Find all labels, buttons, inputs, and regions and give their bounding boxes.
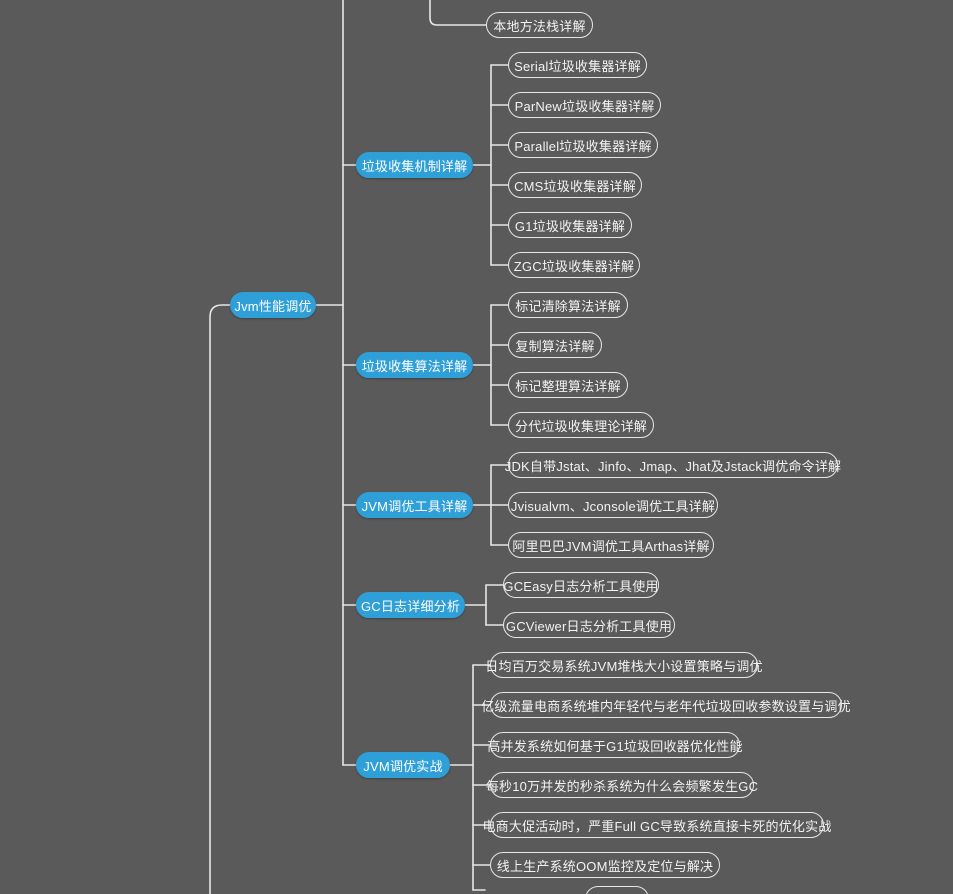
leaf-node-4-2-node-高并发系统如何基于G1垃圾回收器优化性能[interactable]: 高并发系统如何基于G1垃圾回收器优化性能 [487, 732, 742, 758]
leaf-node-2-1-node-Jvisualvm-Jconsole调优工具详解[interactable]: Jvisualvm、Jconsole调优工具详解 [508, 492, 718, 518]
branch-node-4-node-JVM调优实战[interactable]: JVM调优实战 [356, 752, 450, 778]
leaf-node-0-1-node-ParNew垃圾收集器详解[interactable]: ParNew垃圾收集器详解 [508, 92, 661, 118]
branch-node-2-node-JVM调优工具详解[interactable]: JVM调优工具详解 [356, 492, 473, 518]
leaf-node-0-2-node-Parallel垃圾收集器详解[interactable]: Parallel垃圾收集器详解 [508, 132, 658, 158]
leaf-node-0-5-node-ZGC垃圾收集器详解[interactable]: ZGC垃圾收集器详解 [508, 252, 640, 278]
leaf-node-1-2-node-标记整理算法详解[interactable]: 标记整理算法详解 [508, 372, 628, 398]
edge-root-left-trunk [209, 304, 231, 894]
leaf-node-0-0-node-Serial垃圾收集器详解[interactable]: Serial垃圾收集器详解 [508, 52, 647, 78]
clipped-node-bottom[interactable] [585, 886, 649, 894]
leaf-node-3-1-node-GCViewer日志分析工具使用[interactable]: GCViewer日志分析工具使用 [503, 612, 675, 638]
edge-orphan-leaf [429, 0, 487, 26]
leaf-node-1-1-node-复制算法详解[interactable]: 复制算法详解 [508, 332, 602, 358]
branch-node-1-node-垃圾收集算法详解[interactable]: 垃圾收集算法详解 [356, 352, 473, 378]
leaf-node-4-3-node-每秒10万并发的秒杀系统为什么会频繁发生GC[interactable]: 每秒10万并发的秒杀系统为什么会频繁发生GC [486, 772, 758, 798]
leaf-node-4-1-node-亿级流量电商系统堆内年轻代与老年代垃圾回收参数设[interactable]: 亿级流量电商系统堆内年轻代与老年代垃圾回收参数设置与调优 [481, 692, 851, 718]
leaf-node-4-4-node-电商大促活动时-严重Full-GC导致系统直接卡[interactable]: 电商大促活动时，严重Full GC导致系统直接卡死的优化实战 [482, 812, 831, 838]
leaf-node-0-4-node-G1垃圾收集器详解[interactable]: G1垃圾收集器详解 [508, 212, 632, 238]
leaf-node-0-3-node-CMS垃圾收集器详解[interactable]: CMS垃圾收集器详解 [508, 172, 642, 198]
leaf-node-4-5-node-线上生产系统OOM监控及定位与解决[interactable]: 线上生产系统OOM监控及定位与解决 [490, 852, 720, 878]
leaf-node-4-0-node-日均百万交易系统JVM堆栈大小设置策略与调优[interactable]: 日均百万交易系统JVM堆栈大小设置策略与调优 [485, 652, 763, 678]
leaf-node-2-0-node-JDK自带Jstat-Jinfo-Jmap-Jh[interactable]: JDK自带Jstat、Jinfo、Jmap、Jhat及Jstack调优命令详解 [505, 452, 841, 478]
leaf-node-1-0-node-标记清除算法详解[interactable]: 标记清除算法详解 [508, 292, 628, 318]
leaf-node-1-3-node-分代垃圾收集理论详解[interactable]: 分代垃圾收集理论详解 [508, 412, 654, 438]
leaf-node-2-2-node-阿里巴巴JVM调优工具Arthas详解[interactable]: 阿里巴巴JVM调优工具Arthas详解 [508, 532, 714, 558]
root-node-jvm-performance-tuning[interactable]: Jvm性能调优 [230, 292, 316, 318]
leaf-node-native-method-stack[interactable]: 本地方法栈详解 [486, 12, 593, 38]
branch-node-0-node-垃圾收集机制详解[interactable]: 垃圾收集机制详解 [356, 152, 473, 178]
leaf-node-3-0-node-GCEasy日志分析工具使用[interactable]: GCEasy日志分析工具使用 [503, 572, 659, 598]
branch-node-3-node-GC日志详细分析[interactable]: GC日志详细分析 [356, 592, 465, 618]
